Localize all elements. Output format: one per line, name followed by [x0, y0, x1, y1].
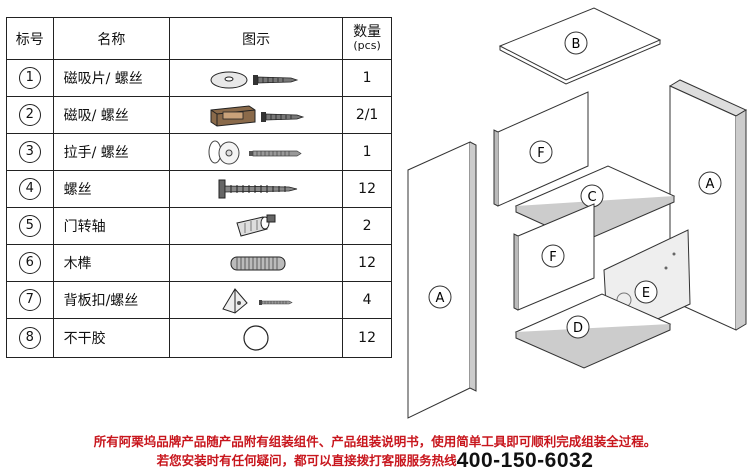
row-name: 拉手/ 螺丝	[52, 133, 171, 171]
parts-table: 标号 名称 图示 数量 (pcs) 1 磁吸片/ 螺丝 1 2 磁吸/ 螺丝	[6, 17, 392, 358]
magnet-plate-screw-icon	[169, 59, 344, 97]
back-panel-clip-screw-icon	[169, 281, 344, 319]
header-qty-label: 数量	[353, 23, 382, 40]
row-qty: 1	[342, 59, 392, 97]
row-name: 磁吸片/ 螺丝	[52, 59, 171, 97]
label-a-left: A	[436, 291, 445, 306]
table-row: 3 拉手/ 螺丝 1	[6, 133, 392, 171]
sticker-circle-icon	[169, 318, 344, 358]
row-name: 背板扣/螺丝	[52, 281, 171, 319]
row-qty: 4	[342, 281, 392, 319]
row-number: 4	[18, 178, 41, 200]
footer-hotline-line: 若您安装时有任何疑问，都可以直接拨打客服服务热线400-150-6032	[0, 449, 750, 473]
row-name: 螺丝	[52, 170, 171, 208]
row-number: 6	[18, 252, 41, 274]
screw-icon	[169, 170, 344, 208]
row-qty: 1	[342, 133, 392, 171]
footer-notice: 所有阿栗坞品牌产品随产品附有组装组件、产品组装说明书，使用简单工具即可顺利完成组…	[93, 434, 657, 449]
label-b: B	[572, 37, 581, 52]
row-qty: 12	[342, 244, 392, 282]
wood-dowel-icon	[169, 244, 344, 282]
table-row: 1 磁吸片/ 螺丝 1	[6, 59, 392, 97]
label-c: C	[587, 190, 596, 205]
label-d: D	[573, 321, 583, 336]
row-qty: 12	[342, 318, 392, 358]
panel-left-a: A	[407, 141, 477, 419]
panel-bottom-d: D	[514, 293, 672, 369]
table-row: 6 木榫 12	[6, 244, 392, 282]
door-hinge-pin-icon	[169, 207, 344, 245]
label-a-right: A	[706, 177, 715, 192]
header-name: 名称	[52, 17, 171, 60]
row-name: 磁吸/ 螺丝	[52, 96, 171, 134]
row-number: 1	[18, 67, 41, 89]
footer-hotline-text: 若您安装时有任何疑问，都可以直接拨打客服服务热线	[156, 453, 457, 468]
header-no: 标号	[6, 17, 54, 60]
table-row: 8 不干胶 12	[6, 318, 392, 358]
header-pic: 图示	[169, 17, 344, 60]
row-name: 门转轴	[52, 207, 171, 245]
row-name: 木榫	[52, 244, 171, 282]
row-number: 5	[18, 215, 41, 237]
knob-screw-icon	[169, 133, 344, 171]
header-qty: 数量 (pcs)	[342, 17, 392, 60]
label-e: E	[642, 286, 650, 301]
panel-door-lower-f: F	[513, 203, 595, 311]
panel-door-upper-f: F	[493, 91, 589, 207]
row-name: 不干胶	[52, 318, 171, 358]
row-number: 7	[18, 289, 41, 311]
row-number: 2	[18, 104, 41, 126]
panel-shelf-c: C	[514, 165, 676, 243]
exploded-assembly-diagram: B A A F C F E	[407, 7, 748, 419]
table-row: 2 磁吸/ 螺丝 2/1	[6, 96, 392, 134]
label-f-lower: F	[549, 250, 556, 265]
table-header-row: 标号 名称 图示 数量 (pcs)	[6, 17, 392, 60]
table-row: 5 门转轴 2	[6, 207, 392, 245]
magnetic-catch-screw-icon	[169, 96, 344, 134]
hotline-number: 400-150-6032	[456, 449, 594, 472]
panel-top-b: B	[498, 7, 662, 85]
header-qty-unit: (pcs)	[353, 38, 381, 52]
row-qty: 2	[342, 207, 392, 245]
row-qty: 12	[342, 170, 392, 208]
table-row: 7 背板扣/螺丝 4	[6, 281, 392, 319]
label-f-upper: F	[537, 146, 544, 161]
table-row: 4 螺丝 12	[6, 170, 392, 208]
row-number: 3	[18, 141, 41, 163]
row-number: 8	[18, 327, 41, 349]
row-qty: 2/1	[342, 96, 392, 134]
